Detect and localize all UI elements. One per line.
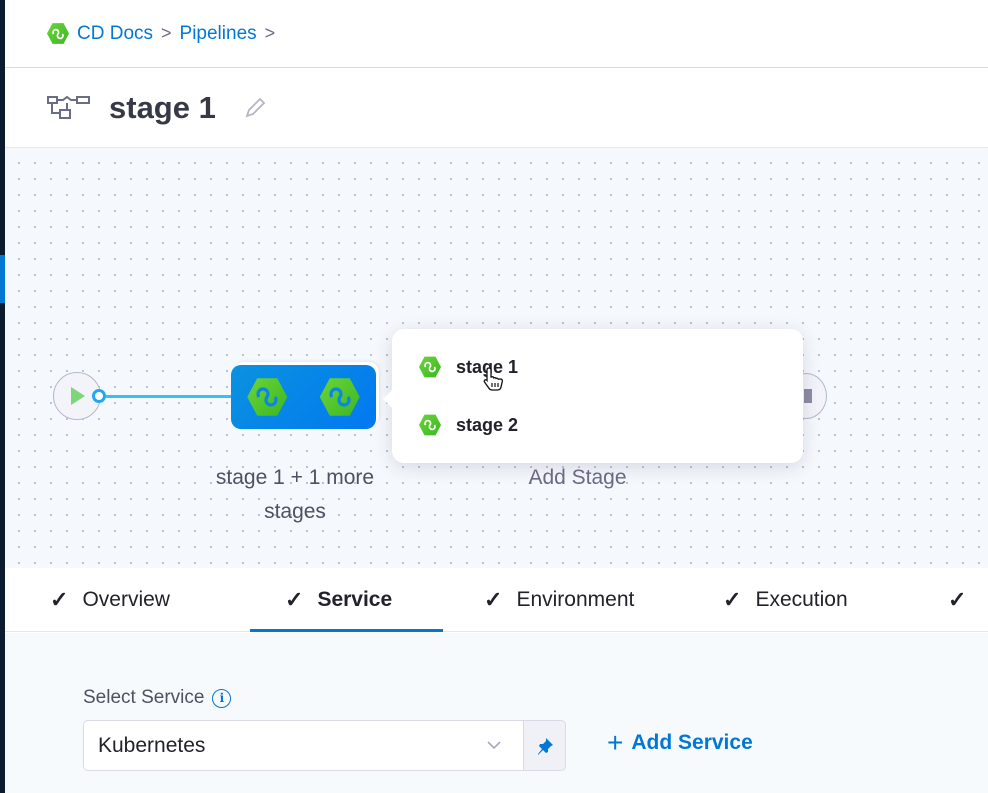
service-select[interactable]: Kubernetes	[83, 720, 524, 771]
tab-label: Service	[317, 587, 393, 611]
check-icon: ✓	[948, 586, 967, 612]
cd-stage-icon	[419, 414, 441, 436]
check-icon: ✓	[50, 586, 69, 612]
popover-item-stage-1[interactable]: stage 1	[419, 356, 518, 378]
stage-tabs: ✓ Overview ✓ Service ✓ Environment ✓ Executi…	[5, 568, 988, 632]
popover-item-label: stage 1	[456, 356, 519, 377]
tab-label: Environment	[516, 587, 635, 611]
breadcrumb-pipelines[interactable]: Pipelines	[179, 22, 257, 44]
breadcrumb-separator: >	[264, 23, 276, 43]
info-icon[interactable]: i	[212, 688, 232, 708]
chevron-down-icon	[487, 741, 501, 750]
stage-header: stage 1	[5, 69, 988, 148]
connector-port[interactable]	[92, 389, 106, 403]
tab-label: Execution	[755, 587, 848, 611]
breadcrumb-separator: >	[161, 23, 172, 43]
pin-button[interactable]	[523, 720, 566, 771]
cd-stage-icon	[419, 356, 441, 378]
stage-group-label: stage 1 + 1 more stages	[215, 466, 375, 523]
breadcrumb-cd-docs[interactable]: CD Docs	[77, 22, 154, 44]
check-icon: ✓	[484, 586, 503, 612]
left-nav-strip	[0, 0, 5, 793]
cd-module-icon	[47, 23, 69, 44]
add-service-button[interactable]: + Add Service	[607, 727, 753, 758]
stage-group-node[interactable]	[231, 365, 376, 429]
tab-label: Overview	[82, 587, 170, 611]
popover-item-stage-2[interactable]: stage 2	[419, 414, 518, 436]
cd-stage-icon	[247, 378, 288, 416]
select-service-label: Select Service i	[83, 687, 232, 709]
field-label: Select Service	[83, 687, 205, 708]
connector-line	[106, 395, 232, 398]
pin-icon	[537, 737, 553, 755]
active-tab-indicator	[250, 629, 443, 632]
tab-advanced[interactable]: ✓	[948, 568, 980, 631]
hand-cursor-icon	[483, 367, 503, 391]
page-title: stage 1	[109, 90, 216, 125]
check-icon: ✓	[285, 586, 304, 612]
cd-stage-icon	[319, 378, 360, 416]
add-stage-label[interactable]: Add Stage	[528, 466, 627, 489]
popover-item-label: stage 2	[456, 414, 519, 435]
stage-group-popover: stage 1 stage 2	[383, 329, 803, 463]
tab-execution[interactable]: ✓ Execution	[723, 568, 848, 631]
pencil-icon[interactable]	[242, 95, 268, 121]
add-service-label: Add Service	[631, 731, 753, 754]
selected-service: Kubernetes	[98, 733, 206, 757]
breadcrumb: CD Docs > Pipelines >	[5, 0, 988, 68]
nav-active-indicator	[0, 255, 5, 303]
tab-environment[interactable]: ✓ Environment	[484, 568, 634, 631]
plus-icon: +	[607, 727, 624, 758]
pipeline-flow-icon	[47, 95, 90, 119]
tab-service[interactable]: ✓ Service	[285, 568, 392, 631]
check-icon: ✓	[723, 586, 742, 612]
tab-overview[interactable]: ✓ Overview	[50, 568, 170, 631]
